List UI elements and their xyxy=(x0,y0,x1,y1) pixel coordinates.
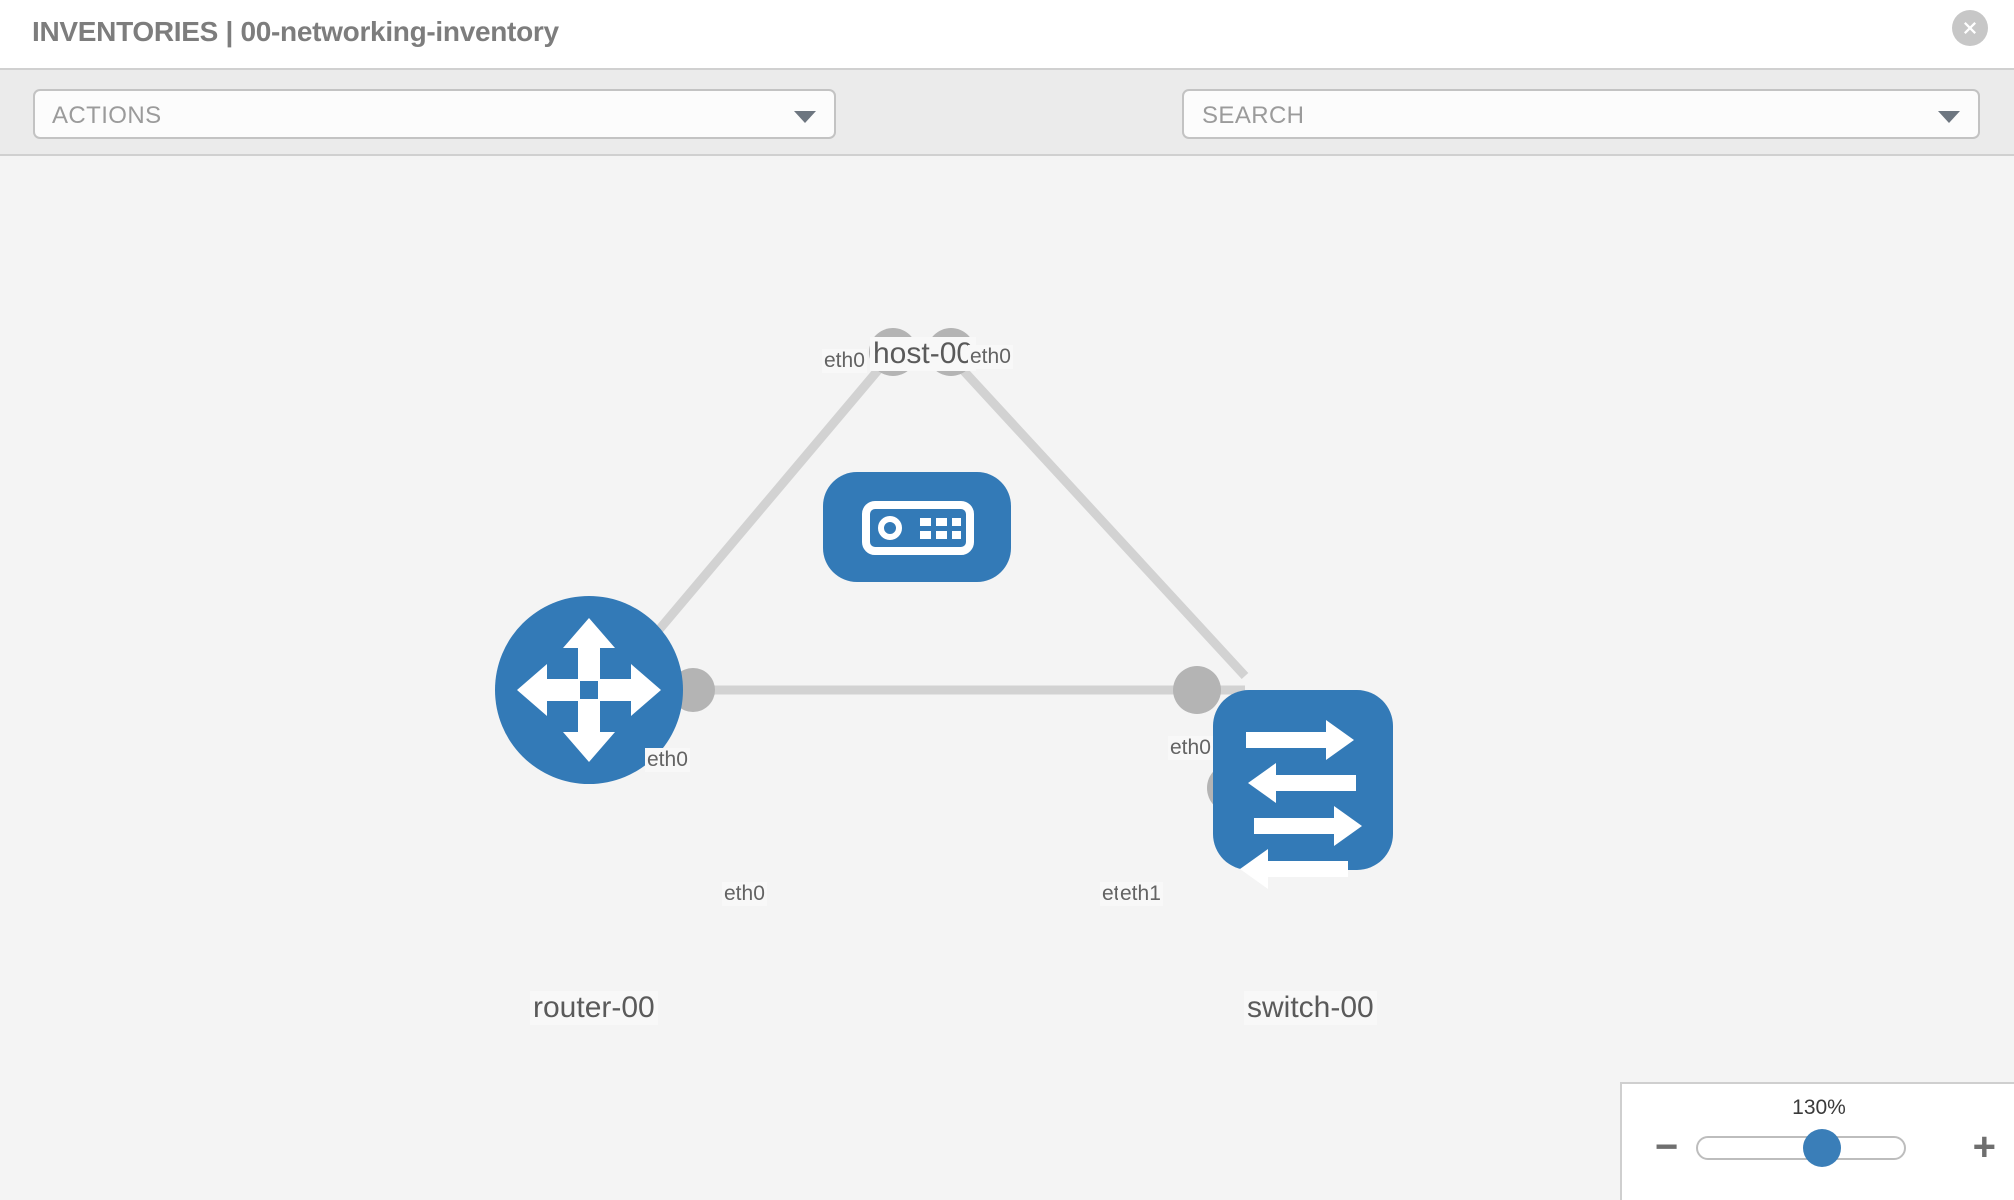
chevron-down-icon xyxy=(794,111,816,123)
actions-dropdown[interactable]: ACTIONS xyxy=(33,89,836,139)
node-label-router-00: router-00 xyxy=(530,991,658,1025)
zoom-in-button[interactable]: + xyxy=(1972,1125,1996,1169)
iface-label-router-right: eth0 xyxy=(722,882,767,907)
iface-label-switch-up: eth0 xyxy=(1168,736,1213,761)
chevron-down-icon[interactable] xyxy=(1938,111,1960,123)
zoom-slider-track[interactable] xyxy=(1696,1136,1906,1160)
node-router-00[interactable] xyxy=(495,596,683,784)
server-grid-icon xyxy=(920,518,961,539)
topology-canvas[interactable]: eth0 host-00 eth0 eth0 eth0 eth0 eth eth… xyxy=(0,156,2014,1200)
connector-switch-left xyxy=(1173,666,1221,714)
zoom-out-button[interactable]: − xyxy=(1655,1125,1679,1169)
iface-label-router-up: eth0 xyxy=(645,748,690,773)
node-switch-00[interactable] xyxy=(1213,690,1393,889)
node-label-switch-00: switch-00 xyxy=(1244,991,1377,1025)
switch-arrows-icon xyxy=(1240,720,1362,889)
iface-label-host-right: eth0 xyxy=(968,345,1013,370)
topology-graph xyxy=(495,328,1393,889)
iface-label-switch-left-b: eth1 xyxy=(1118,882,1163,907)
zoom-slider-thumb[interactable] xyxy=(1802,1129,1841,1167)
page-header: INVENTORIES | 00-networking-inventory xyxy=(0,0,2014,68)
iface-label-host-left: eth0 xyxy=(822,349,867,374)
zoom-percent-label: 130% xyxy=(1792,1096,1846,1119)
node-label-host-00: host-00 xyxy=(870,337,977,371)
close-icon[interactable] xyxy=(1952,10,1988,46)
link-host-router xyxy=(616,353,894,679)
toolbar: ACTIONS SEARCH xyxy=(0,68,2014,199)
router-arrows-icon xyxy=(517,618,661,762)
node-host-00[interactable] xyxy=(823,472,1011,582)
page-title: INVENTORIES | 00-networking-inventory xyxy=(32,16,559,47)
server-led-icon xyxy=(878,516,902,540)
link-layer xyxy=(616,352,1249,695)
link-host-switch xyxy=(946,352,1249,680)
actions-dropdown-label: ACTIONS xyxy=(52,102,162,129)
search-placeholder: SEARCH xyxy=(1202,102,1305,129)
search-input[interactable]: SEARCH xyxy=(1182,89,1980,139)
zoom-control-panel: 130% − + xyxy=(1620,1082,2014,1200)
